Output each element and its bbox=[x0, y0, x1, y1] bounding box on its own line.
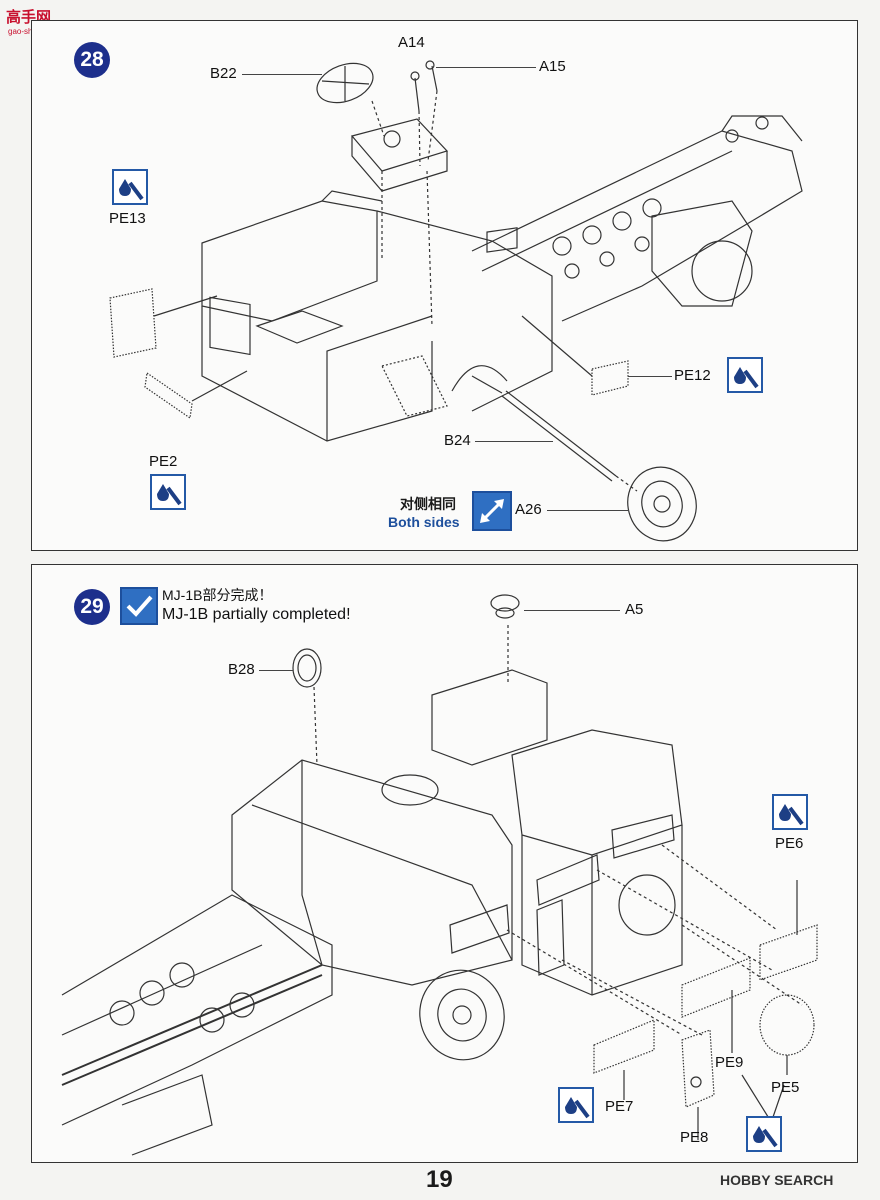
leader-a15 bbox=[436, 67, 536, 68]
part-label-pe2: PE2 bbox=[149, 453, 178, 470]
part-label-a5: A5 bbox=[625, 601, 644, 618]
part-label-pe9: PE9 bbox=[715, 1054, 744, 1071]
check-icon bbox=[120, 587, 158, 625]
completed-note-cn: MJ-1B部分完成！ bbox=[162, 587, 273, 603]
page-number: 19 bbox=[426, 1166, 453, 1193]
part-label-pe6: PE6 bbox=[775, 835, 804, 852]
step-number-29: 29 bbox=[74, 589, 110, 625]
glue-icon bbox=[772, 794, 808, 830]
part-label-a26: A26 bbox=[515, 501, 542, 518]
part-label-pe8: PE8 bbox=[680, 1129, 709, 1146]
leader-pe12 bbox=[628, 376, 672, 377]
leader-b24 bbox=[475, 441, 553, 442]
part-label-pe5: PE5 bbox=[771, 1079, 800, 1096]
leader-b22 bbox=[242, 74, 322, 75]
part-label-b24: B24 bbox=[444, 432, 471, 449]
part-label-b28: B28 bbox=[228, 661, 255, 678]
glue-icon bbox=[112, 169, 148, 205]
glue-icon bbox=[150, 474, 186, 510]
leader-a26 bbox=[547, 510, 629, 511]
part-label-b22: B22 bbox=[210, 65, 237, 82]
part-label-a14: A14 bbox=[398, 34, 425, 51]
leader-a5 bbox=[524, 610, 620, 611]
completed-note-en: MJ-1B partially completed! bbox=[162, 606, 351, 623]
step-28-panel: 28 bbox=[31, 20, 858, 551]
both-sides-note-en: Both sides bbox=[388, 514, 460, 530]
both-sides-icon bbox=[472, 491, 512, 531]
part-label-a15: A15 bbox=[539, 58, 566, 75]
leader-b28 bbox=[259, 670, 293, 671]
glue-icon bbox=[746, 1116, 782, 1152]
step-28-illustration bbox=[109, 60, 803, 542]
glue-icon bbox=[558, 1087, 594, 1123]
step-29-panel: 29 MJ-1B部分完成！ MJ-1B partially completed! bbox=[31, 564, 858, 1163]
step-29-illustration bbox=[61, 594, 818, 1156]
step-number-28: 28 bbox=[74, 42, 110, 78]
part-label-pe12: PE12 bbox=[674, 367, 711, 384]
part-label-pe7: PE7 bbox=[605, 1098, 634, 1115]
watermark: HOBBY SEARCH bbox=[720, 1172, 834, 1188]
glue-icon bbox=[727, 357, 763, 393]
both-sides-note-cn: 对侧相同 bbox=[400, 496, 456, 512]
part-label-pe13: PE13 bbox=[109, 210, 146, 227]
